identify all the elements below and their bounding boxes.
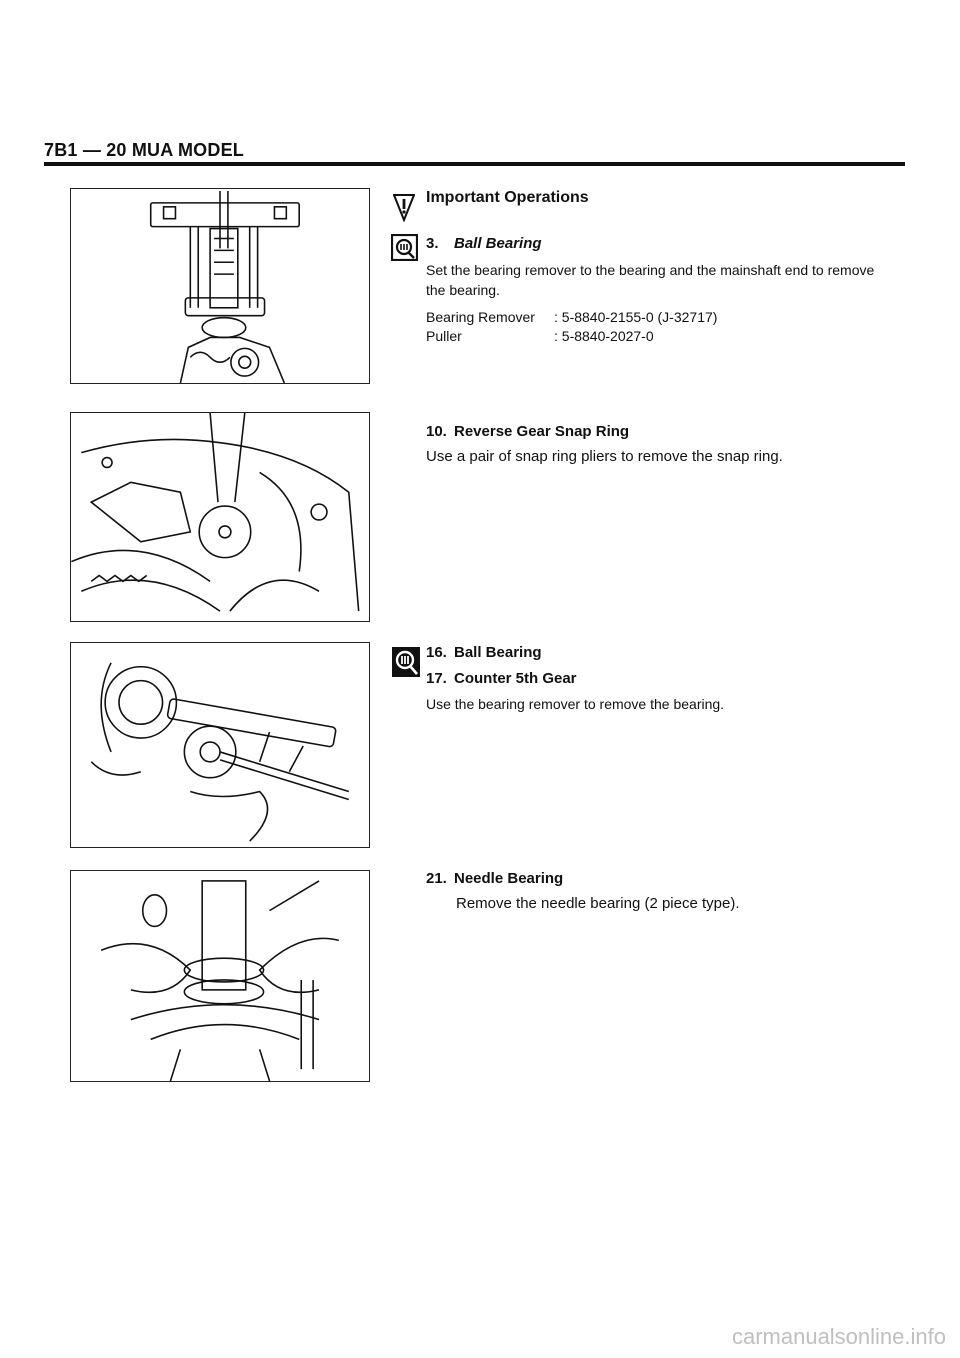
step-title: Counter 5th Gear <box>454 670 577 687</box>
special-tool-icon <box>390 233 419 262</box>
step-number: 3. <box>426 235 439 252</box>
special-tool-icon <box>391 646 421 678</box>
step-10-description: Use a pair of snap ring pliers to remove… <box>426 448 783 465</box>
bearing-remover-illustration <box>90 662 349 842</box>
step-16-description: Use the bearing remover to remove the be… <box>426 696 725 712</box>
step-3-heading: 3. Ball Bearing <box>426 235 542 252</box>
tool-value: : 5-8840-2027-0 <box>554 328 654 344</box>
step-21-description: Remove the needle bearing (2 piece type)… <box>456 895 740 912</box>
step-3-description: Set the bearing remover to the bearing a… <box>426 262 875 298</box>
step-title: Ball Bearing <box>454 644 542 661</box>
important-operations-heading: Important Operations <box>426 189 589 206</box>
tool-row: Bearing Remover : 5-8840-2155-0 (J-32717) <box>426 309 717 325</box>
puller-illustration <box>149 190 300 383</box>
watermark: carmanualsonline.info <box>731 1324 946 1349</box>
step-17-heading: 17. Counter 5th Gear <box>426 670 577 687</box>
step-number: 16. <box>426 644 447 661</box>
tool-value: : 5-8840-2155-0 (J-32717) <box>554 309 718 325</box>
tool-label: Bearing Remover <box>426 309 535 325</box>
tool-row: Puller : 5-8840-2027-0 <box>426 328 654 344</box>
step-title: Reverse Gear Snap Ring <box>454 423 630 440</box>
figure-ball-bearing-puller <box>70 188 370 384</box>
header-rule <box>44 162 905 166</box>
step-number: 10. <box>426 423 447 440</box>
needle-bearing-illustration <box>100 880 340 1081</box>
tool-label: Puller <box>426 328 462 344</box>
step-10-heading: 10. Reverse Gear Snap Ring <box>426 423 629 440</box>
figure-needle-bearing <box>70 870 370 1082</box>
step-number: 17. <box>426 670 447 687</box>
figure-counter-gear-remover <box>70 642 370 848</box>
step-title: Ball Bearing <box>454 235 542 252</box>
step-number: 21. <box>426 870 447 887</box>
step-21-heading: 21. Needle Bearing <box>426 870 563 887</box>
figure-snap-ring-pliers <box>70 412 370 622</box>
snap-ring-illustration <box>71 413 360 612</box>
step-16-heading: 16. Ball Bearing <box>426 644 542 661</box>
page-header: 7B1 — 20 MUA MODEL <box>44 140 244 160</box>
step-title: Needle Bearing <box>454 870 564 887</box>
warning-triangle-icon <box>392 192 416 223</box>
